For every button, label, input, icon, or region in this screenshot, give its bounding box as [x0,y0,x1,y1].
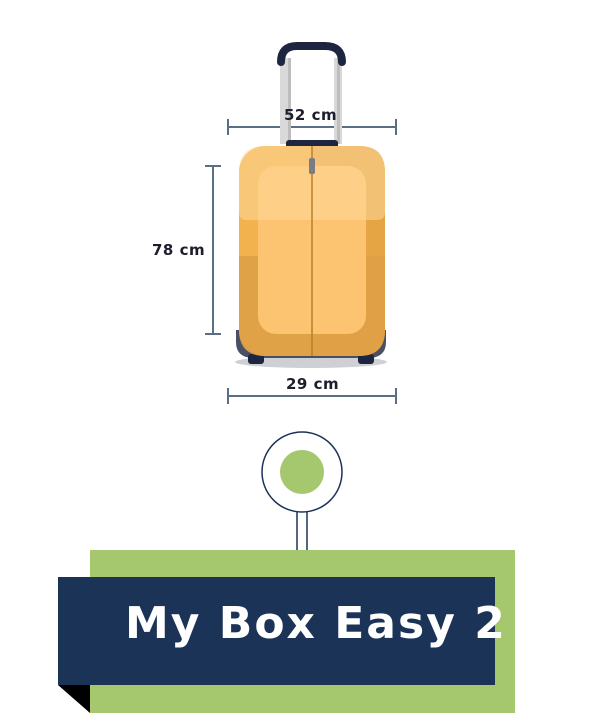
height-label: 78 cm [152,241,206,259]
title-banner [58,577,495,685]
product-title: My Box Easy 2 [125,598,507,649]
location-pin-icon [261,431,343,551]
suitcase-icon [235,42,387,368]
depth-dimension-line [227,388,397,404]
width-label: 52 cm [284,106,338,124]
width-dimension-line [227,119,397,135]
depth-label: 29 cm [286,375,340,393]
banner-fold [58,685,90,713]
height-dimension-line [205,165,221,335]
